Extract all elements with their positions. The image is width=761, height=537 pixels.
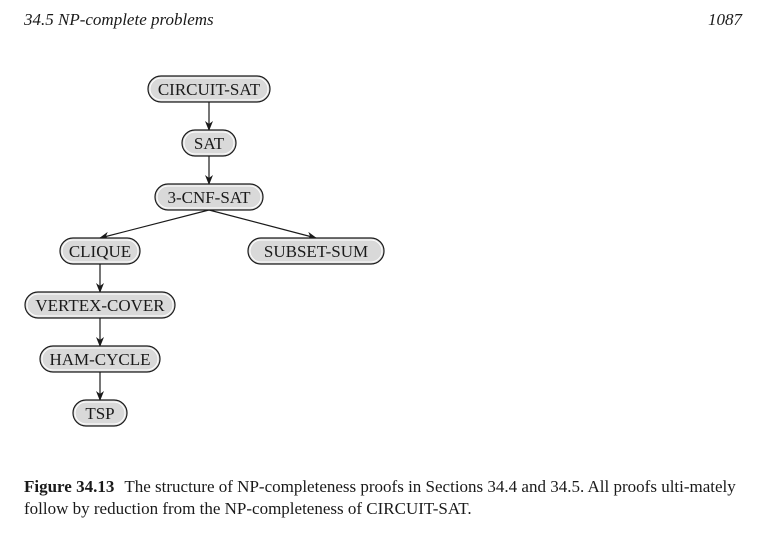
caption-text: The structure of NP-completeness proofs … bbox=[24, 477, 736, 518]
node-box bbox=[39, 345, 161, 373]
node-ham-cycle: HAM-CYCLE bbox=[39, 345, 161, 373]
node-label: 3-CNF-SAT bbox=[167, 188, 251, 207]
section-title: 34.5 NP-complete problems bbox=[24, 10, 214, 29]
node-clique: CLIQUE bbox=[59, 237, 141, 265]
node-label: HAM-CYCLE bbox=[49, 350, 150, 369]
node-label: SAT bbox=[194, 134, 225, 153]
node-inner-outline bbox=[26, 293, 174, 317]
node-inner-outline bbox=[74, 401, 126, 425]
node-circuit-sat: CIRCUIT-SAT bbox=[147, 75, 271, 103]
node-label: TSP bbox=[85, 404, 114, 423]
edge-3-cnf-sat-to-clique bbox=[99, 209, 210, 240]
edge-3-cnf-sat-to-subset-sum bbox=[208, 209, 317, 240]
node-inner-outline bbox=[249, 239, 383, 263]
node-vertex-cover: VERTEX-COVER bbox=[24, 291, 176, 319]
node-box bbox=[72, 399, 128, 427]
node-inner-outline bbox=[61, 239, 139, 263]
figure-label: Figure 34.13 bbox=[24, 477, 115, 496]
nodes-layer: CIRCUIT-SAT SAT 3-CNF-SAT CLIQUE SUBSET-SUM V… bbox=[24, 75, 385, 427]
page-number: 1087 bbox=[708, 10, 742, 29]
node-label: SUBSET-SUM bbox=[264, 242, 368, 261]
node-inner-outline bbox=[149, 77, 269, 101]
node-3-cnf-sat: 3-CNF-SAT bbox=[154, 183, 264, 211]
node-inner-outline bbox=[183, 131, 235, 155]
node-inner-outline bbox=[41, 347, 159, 371]
node-box bbox=[181, 129, 237, 157]
node-box bbox=[59, 237, 141, 265]
node-box bbox=[247, 237, 385, 265]
node-inner-outline bbox=[156, 185, 262, 209]
node-sat: SAT bbox=[181, 129, 237, 157]
node-box bbox=[154, 183, 264, 211]
node-label: VERTEX-COVER bbox=[35, 296, 165, 315]
node-box bbox=[147, 75, 271, 103]
node-label: CLIQUE bbox=[69, 242, 131, 261]
edges-layer bbox=[96, 102, 317, 401]
node-subset-sum: SUBSET-SUM bbox=[247, 237, 385, 265]
running-head: 34.5 NP-complete problems 1087 bbox=[24, 10, 742, 34]
node-tsp: TSP bbox=[72, 399, 128, 427]
node-box bbox=[24, 291, 176, 319]
node-label: CIRCUIT-SAT bbox=[158, 80, 261, 99]
